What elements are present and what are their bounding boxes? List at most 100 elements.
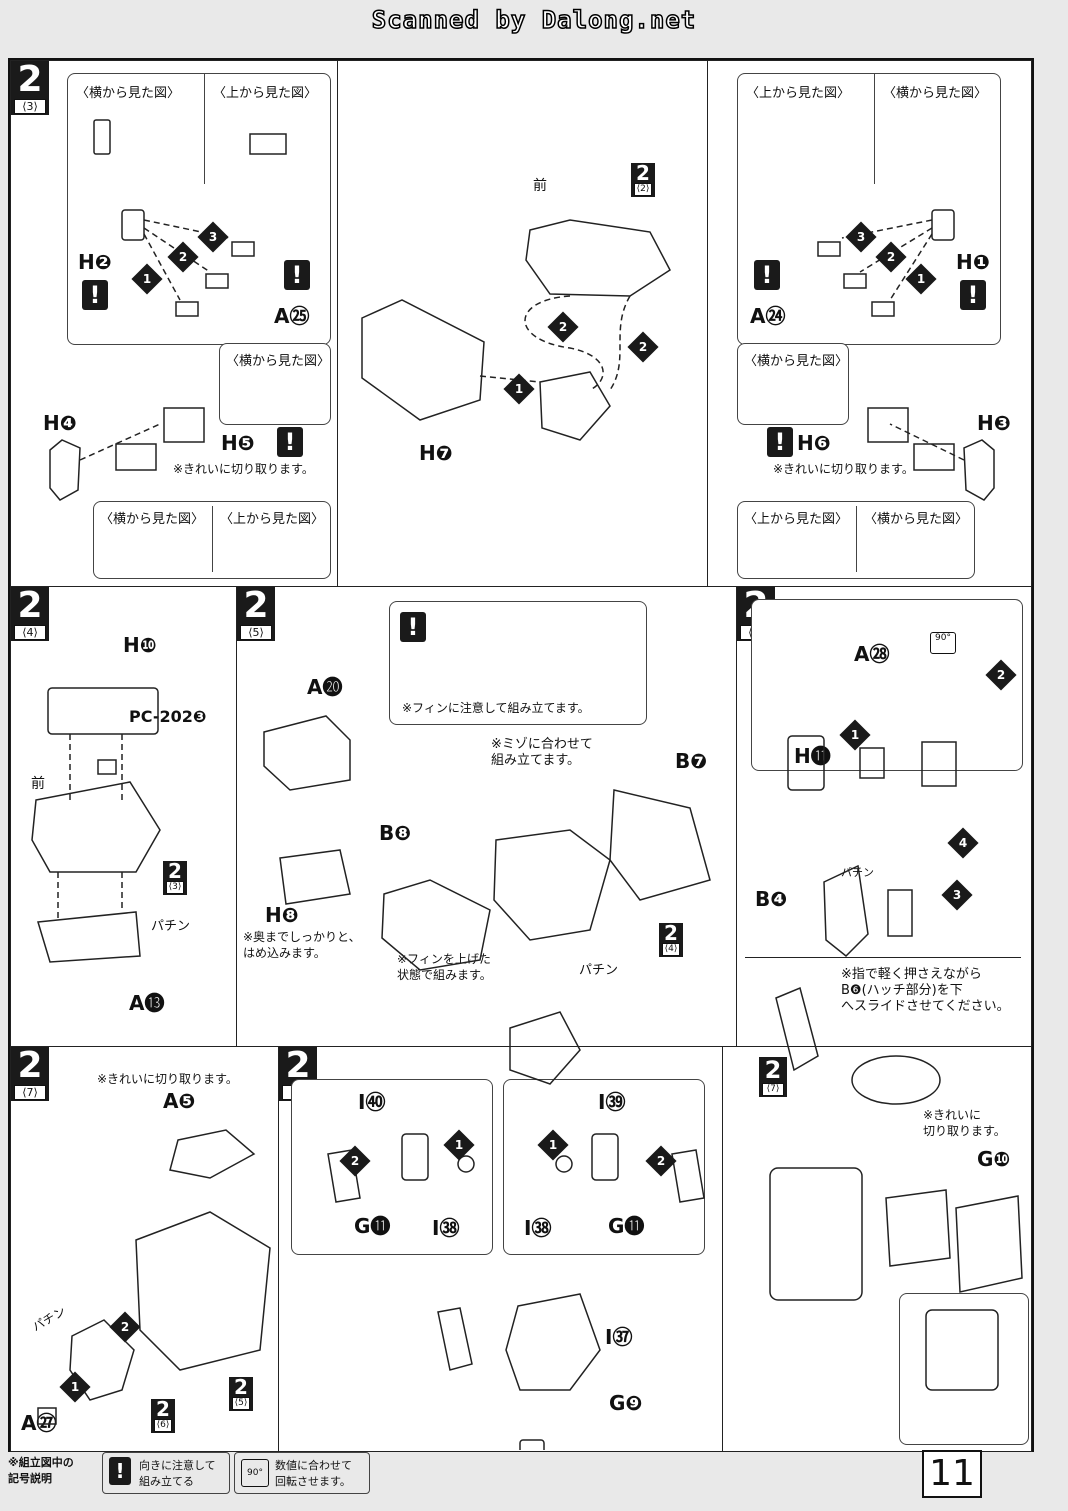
ref-number: 2: [636, 161, 650, 185]
part-illustration: [859, 747, 885, 779]
warning-icon: !: [754, 260, 780, 290]
warning-icon: !: [284, 260, 310, 290]
part-g11: G⓫: [608, 1214, 645, 1238]
ref-badge-2-5: 2 ⟨5⟩: [229, 1377, 253, 1411]
symbol-legend: ※組立図中の 記号説明 ! 向きに注意して 組み立てる 90° 数値に合わせて …: [8, 1450, 370, 1498]
ref-sub: ⟨2⟩: [634, 183, 652, 196]
step-order-2: 2: [167, 241, 199, 273]
step-order-2: 2: [627, 331, 659, 363]
fin-caution-box: ! ※フィンに注意して組み立てます。: [389, 601, 647, 725]
step-badge-2-5: 2 ⟨5⟩: [237, 587, 275, 641]
ref-number: 2: [168, 859, 182, 883]
part-illustration: [817, 241, 841, 257]
note-press-in: ※奥までしっかりと、 はめ込みます。: [243, 930, 361, 960]
assembly-arrow: [479, 375, 541, 383]
column-divider: [337, 61, 338, 587]
warning-icon: !: [82, 280, 108, 310]
part-i39: I㊴: [598, 1090, 626, 1114]
assembly-illustrations: [31, 119, 1023, 1450]
warning-icon: !: [277, 427, 303, 457]
part-illustration: [591, 1133, 619, 1181]
part-illustration: [525, 219, 671, 297]
part-illustration: [509, 1011, 581, 1085]
part-illustration: [609, 789, 711, 901]
part-illustration: [121, 209, 145, 241]
note-clean-cut: ※きれいに切り取ります。: [97, 1072, 238, 1086]
part-illustration: [175, 301, 199, 317]
part-a24: A㉔: [750, 304, 786, 328]
part-illustration: [327, 1149, 361, 1203]
part-illustration: [97, 759, 117, 775]
assembly-arrow: [524, 295, 604, 391]
part-illustration: [37, 911, 141, 963]
step-2-8-panel: 2 ⟨8⟩ I㊵ G⓫ I㊳ I㊴ I㊳ G⓫ I㊲ G❾: [278, 1046, 724, 1452]
part-illustration: [925, 1309, 999, 1391]
part-illustration: [823, 864, 869, 958]
part-illustration: [249, 133, 287, 155]
step-number: 2: [17, 1045, 43, 1086]
note-fin-care: ※フィンに注意して組み立てます。: [402, 701, 590, 715]
ref-badge-2-6: 2 ⟨6⟩: [151, 1399, 175, 1433]
top-view-label: 〈上から見た図〉: [213, 86, 318, 101]
pachin-sfx: パチン: [841, 866, 874, 879]
step-order-1: 1: [503, 373, 535, 405]
part-illustration: [775, 986, 819, 1072]
warning-icon: !: [960, 280, 986, 310]
step-badge-2-4: 2 ⟨4⟩: [11, 587, 49, 641]
step-order-1: 1: [59, 1371, 91, 1403]
step-order-2: 2: [875, 241, 907, 273]
step-sub: ⟨4⟩: [14, 625, 46, 640]
part-illustration: [887, 889, 913, 937]
part-illustration: [867, 407, 909, 443]
finger-illustration: [851, 1055, 941, 1105]
front-direction-label: 前: [533, 178, 547, 194]
right-arm-assembly-box: 〈上から見た図〉 〈横から見た図〉 ! A㉔ H❶ !: [737, 73, 1001, 345]
step-badge-2-7: 2 ⟨7⟩: [11, 1047, 49, 1101]
legend-warning-text: 向きに注意して 組み立てる: [139, 1459, 216, 1488]
part-a20: A⓴: [307, 675, 343, 699]
part-illustration: [787, 735, 825, 791]
legend-title: ※組立図中の 記号説明: [8, 1456, 74, 1485]
top-view-label: 〈上から見た図〉: [220, 512, 325, 527]
step-sub: ⟨3⟩: [14, 99, 46, 114]
part-a25: A㉕: [274, 304, 310, 328]
part-i40: I㊵: [358, 1090, 386, 1114]
step-order-2: 2: [109, 1311, 141, 1343]
part-illustration: [457, 1155, 475, 1173]
top-view-label: 〈上から見た図〉: [746, 86, 851, 101]
ref-badge-2-2: 2 ⟨2⟩: [631, 163, 655, 197]
step-order-3: 3: [845, 221, 877, 253]
scan-watermark-header: Scanned by Dalong.net: [0, 0, 1068, 40]
warning-icon: !: [109, 1457, 131, 1485]
part-illustration: [519, 1439, 545, 1450]
part-illustration: [401, 1133, 429, 1181]
step-number: 2: [17, 59, 43, 100]
part-h7: H❼: [419, 441, 453, 465]
legend-rotate-item: 90° 数値に合わせて 回転させます。: [234, 1452, 370, 1494]
page-number: 11: [922, 1450, 982, 1498]
part-illustration: [555, 1155, 573, 1173]
part-illustration: [381, 879, 491, 971]
part-g11: G⓫: [354, 1214, 391, 1238]
step-order-1: 1: [905, 263, 937, 295]
step-sub: ⟨7⟩: [14, 1085, 46, 1100]
part-illustration: [93, 119, 111, 155]
assembly-arrow: [57, 734, 123, 922]
row-step-2-3: 2 ⟨3⟩ 〈横から見た図〉 〈上から見た図〉 H❷ ! ! A㉕ 〈横から見た…: [10, 60, 1032, 588]
part-i37: I㊲: [605, 1325, 633, 1349]
part-illustration: [37, 1407, 57, 1425]
part-illustration: [263, 715, 351, 791]
warning-icon: !: [767, 427, 793, 457]
part-illustration: [169, 1129, 256, 1179]
side-view-label: 〈横から見た図〉: [100, 512, 205, 527]
legend-warning-item: ! 向きに注意して 組み立てる: [102, 1452, 230, 1494]
part-illustration: [963, 439, 995, 501]
top-view-label: 〈上から見た図〉: [744, 512, 849, 527]
step-order-3: 3: [197, 221, 229, 253]
part-i38: I㊳: [524, 1216, 552, 1240]
step-number: 2: [285, 1045, 311, 1086]
step-order-2: 2: [339, 1145, 371, 1177]
step-number: 2: [17, 585, 43, 626]
ref-sub: ⟨4⟩: [662, 943, 680, 956]
